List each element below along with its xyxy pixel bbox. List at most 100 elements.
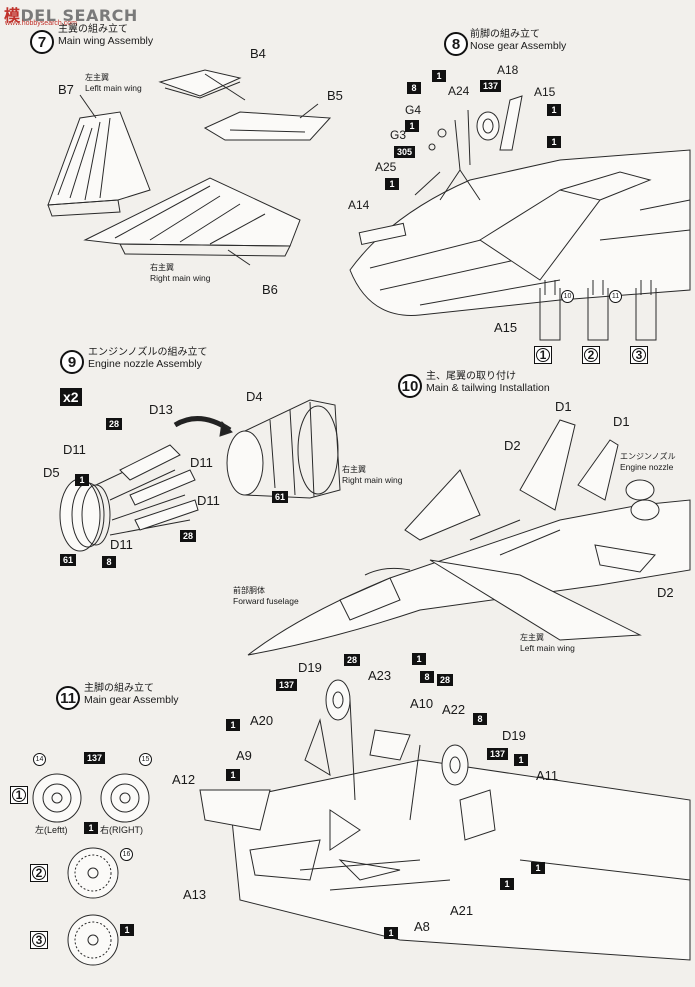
left-main-wing-drawing xyxy=(47,111,151,217)
left-wing-caption-jp: 左主翼 xyxy=(85,73,109,82)
label-a22: A22 xyxy=(442,702,466,717)
label-d19: D19 xyxy=(502,728,526,743)
step-7-number: 7 xyxy=(30,30,54,54)
label-d11: D11 xyxy=(110,537,133,552)
engine-nozzle-caption: エンジンノズル Engine nozzle xyxy=(620,452,676,472)
step-9-title-jp: エンジンノズルの組み立て xyxy=(88,347,208,358)
paint-badge-28: 28 xyxy=(180,530,197,542)
right-main-wing-caption-en: Right main wing xyxy=(342,475,403,485)
option-3-marker: 3 xyxy=(630,346,648,364)
forward-fuselage-caption-en: Forward fuselage xyxy=(233,596,299,606)
label-d13: D13 xyxy=(149,402,173,417)
step-10-heading: 主、尾翼の取り付け Main & tailwing Installation xyxy=(426,371,550,394)
paint-badge-1: 1 xyxy=(384,927,398,939)
label-b6: B6 xyxy=(262,282,278,297)
paint-badge-1: 1 xyxy=(547,136,561,148)
label-a12: A12 xyxy=(172,772,196,787)
paint-badge-8: 8 xyxy=(407,82,421,94)
a15-detail-drawings xyxy=(539,280,657,341)
option-1-marker: 1 xyxy=(10,786,28,804)
step-7-heading: 主翼の組み立て Main wing Assembly xyxy=(58,24,153,47)
paint-badge-8: 8 xyxy=(473,713,487,725)
left-main-wing-caption-jp: 左主翼 xyxy=(520,633,544,642)
option-3-marker: 3 xyxy=(30,931,48,949)
b4-flap-drawing xyxy=(158,69,242,99)
option-1-marker: 1 xyxy=(534,346,552,364)
paint-badge-305: 305 xyxy=(394,146,416,158)
label-g3: G3 xyxy=(390,128,407,142)
paint-badge-1: 1 xyxy=(500,878,514,890)
step-8-heading: 前脚の組み立て Nose gear Assembly xyxy=(470,29,566,52)
engine-nozzle-drawing xyxy=(59,399,341,552)
label-a8: A8 xyxy=(414,919,430,934)
label-a14: A14 xyxy=(348,198,370,212)
left-wing-caption: 左主翼 Leflt main wing xyxy=(85,73,142,93)
paint-badge-1: 1 xyxy=(84,822,98,834)
wheel-options-drawing xyxy=(32,773,150,966)
decal-number-11: 11 xyxy=(609,290,622,303)
engine-nozzle-caption-en: Engine nozzle xyxy=(620,462,674,472)
label-a25: A25 xyxy=(375,160,397,174)
label-a9: A9 xyxy=(236,748,252,763)
right-main-wing-drawing xyxy=(83,177,301,257)
left-main-wing-caption: 左主翼 Left main wing xyxy=(520,633,575,653)
step-8-title-jp: 前脚の組み立て xyxy=(470,29,540,40)
step-9-title-en: Engine nozzle Assembly xyxy=(88,358,202,370)
label-d19: D19 xyxy=(298,660,322,675)
step-8-number: 8 xyxy=(444,32,468,56)
label-a10: A10 xyxy=(410,696,434,711)
engine-nozzle-caption-jp: エンジンノズル xyxy=(620,452,676,461)
option-2-marker: 2 xyxy=(582,346,600,364)
step-7-title-en: Main wing Assembly xyxy=(58,35,154,47)
paint-badge-8: 8 xyxy=(102,556,116,568)
paint-badge-1: 1 xyxy=(432,70,446,82)
paint-badge-137: 137 xyxy=(84,752,106,764)
label-d1: D1 xyxy=(555,399,572,414)
option-2-marker: 2 xyxy=(30,864,48,882)
label-a20: A20 xyxy=(250,713,274,728)
paint-badge-1: 1 xyxy=(385,178,399,190)
label-d2: D2 xyxy=(504,438,521,453)
right-wheel-caption: 右(RIGHT) xyxy=(100,825,143,835)
label-a24: A24 xyxy=(448,84,470,98)
decal-number-10: 10 xyxy=(561,290,574,303)
paint-badge-137: 137 xyxy=(487,748,509,760)
label-a11: A11 xyxy=(536,768,559,783)
label-d11: D11 xyxy=(190,455,213,470)
step-9-heading: エンジンノズルの組み立て Engine nozzle Assembly xyxy=(88,347,208,370)
step-11-number: 11 xyxy=(56,686,80,710)
paint-badge-1: 1 xyxy=(226,719,240,731)
paint-badge-28: 28 xyxy=(106,418,123,430)
nose-gear-strut-drawing xyxy=(358,95,523,246)
step-9-number: 9 xyxy=(60,350,84,374)
decal-number-15: 15 xyxy=(139,753,152,766)
label-b4: B4 xyxy=(250,46,266,61)
label-d11: D11 xyxy=(63,442,86,457)
label-d11: D11 xyxy=(197,493,220,508)
label-d5: D5 xyxy=(43,465,60,480)
paint-badge-1: 1 xyxy=(514,754,528,766)
paint-badge-61: 61 xyxy=(272,491,289,503)
step-10-number: 10 xyxy=(398,374,422,398)
label-a21: A21 xyxy=(450,903,474,918)
step-11-title-en: Main gear Assembly xyxy=(84,694,179,706)
paint-badge-1: 1 xyxy=(75,474,89,486)
label-b7: B7 xyxy=(58,82,74,97)
paint-badge-1: 1 xyxy=(531,862,545,874)
forward-fuselage-caption: 前部胴体 Forward fuselage xyxy=(233,586,299,606)
paint-badge-28: 28 xyxy=(437,674,454,686)
right-wing-caption: 右主翼 Right main wing xyxy=(150,263,210,283)
paint-badge-61: 61 xyxy=(60,554,77,566)
label-a18: A18 xyxy=(497,63,519,77)
label-d1: D1 xyxy=(613,414,630,429)
paint-badge-1: 1 xyxy=(405,120,419,132)
watermark-logo: 模DEL SEARCH xyxy=(4,6,138,25)
right-wing-caption-en: Right main wing xyxy=(150,273,211,283)
paint-badge-1: 1 xyxy=(412,653,426,665)
paint-badge-1: 1 xyxy=(226,769,240,781)
nose-fuselage-drawing xyxy=(349,149,691,316)
aircraft-assembly-drawing xyxy=(247,419,691,656)
paint-badge-8: 8 xyxy=(420,671,434,683)
main-gear-drawing xyxy=(199,679,691,961)
